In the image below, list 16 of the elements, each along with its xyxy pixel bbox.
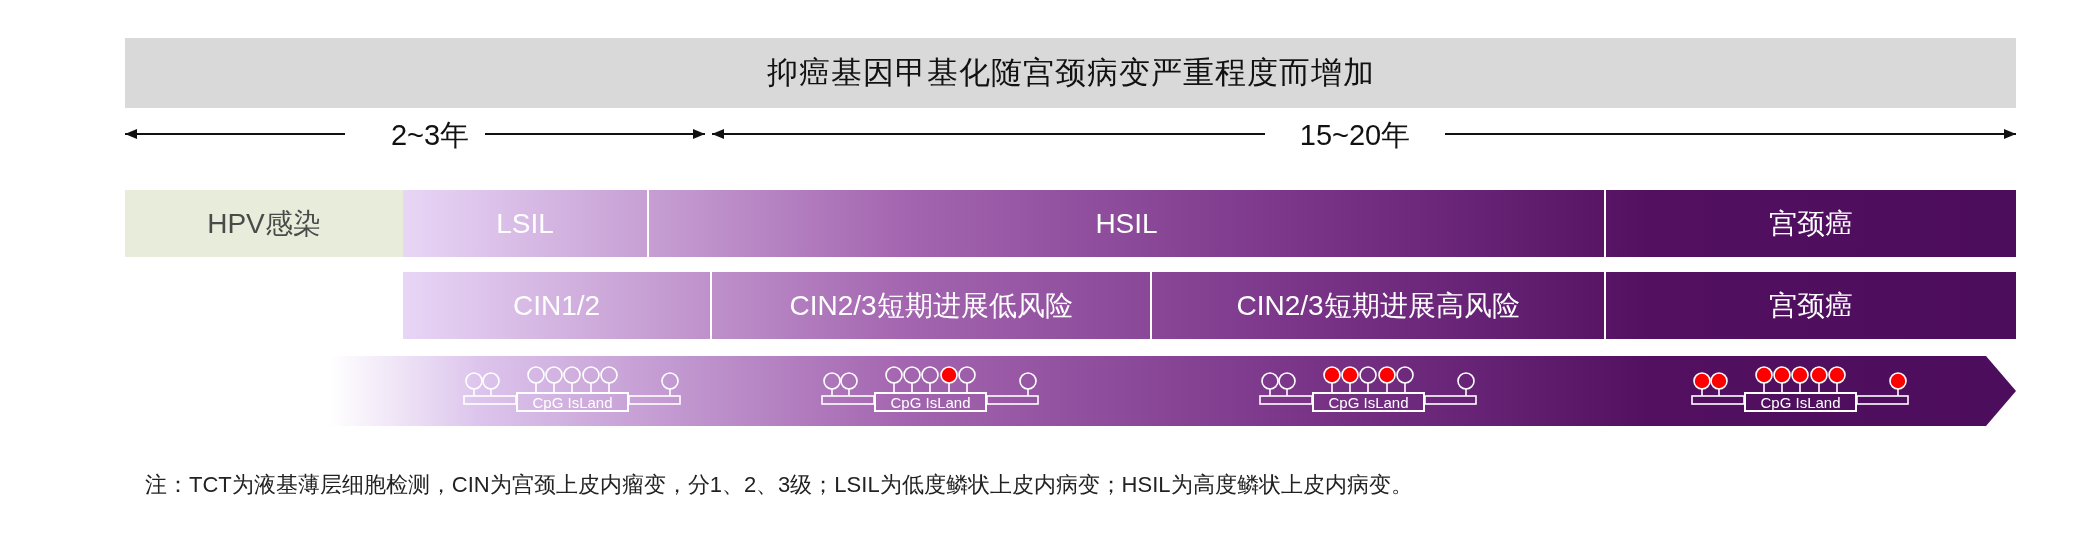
stage-box: HPV感染 (125, 190, 403, 257)
cpg-island-box: CpG IsLand (1312, 392, 1425, 412)
stage-bar: CIN1/2 (403, 272, 710, 339)
footnote: 注：TCT为液基薄层细胞检测，CIN为宫颈上皮内瘤变，分1、2、3级；LSIL为低度鳞状上皮内病变；HSIL为高度鳞状上皮内病变。 (145, 471, 1413, 499)
stage-bar: 宫颈癌 (1606, 190, 2016, 257)
duration-label: 15~20年 (1299, 118, 1411, 153)
stage-bar: LSIL (403, 190, 647, 257)
title-banner: 抑癌基因甲基化随宫颈病变严重程度而增加 (125, 38, 2016, 108)
cpg-island-box: CpG IsLand (1744, 392, 1857, 412)
cpg-island-box: CpG IsLand (874, 392, 987, 412)
duration-label: 2~3年 (390, 118, 470, 153)
stage-bar: HSIL (649, 190, 1604, 257)
stage-bar: 宫颈癌 (1606, 272, 2016, 339)
stage-bar: CIN2/3短期进展低风险 (712, 272, 1150, 339)
stage-bar: CIN2/3短期进展高风险 (1152, 272, 1604, 339)
cpg-island-box: CpG IsLand (516, 392, 629, 412)
